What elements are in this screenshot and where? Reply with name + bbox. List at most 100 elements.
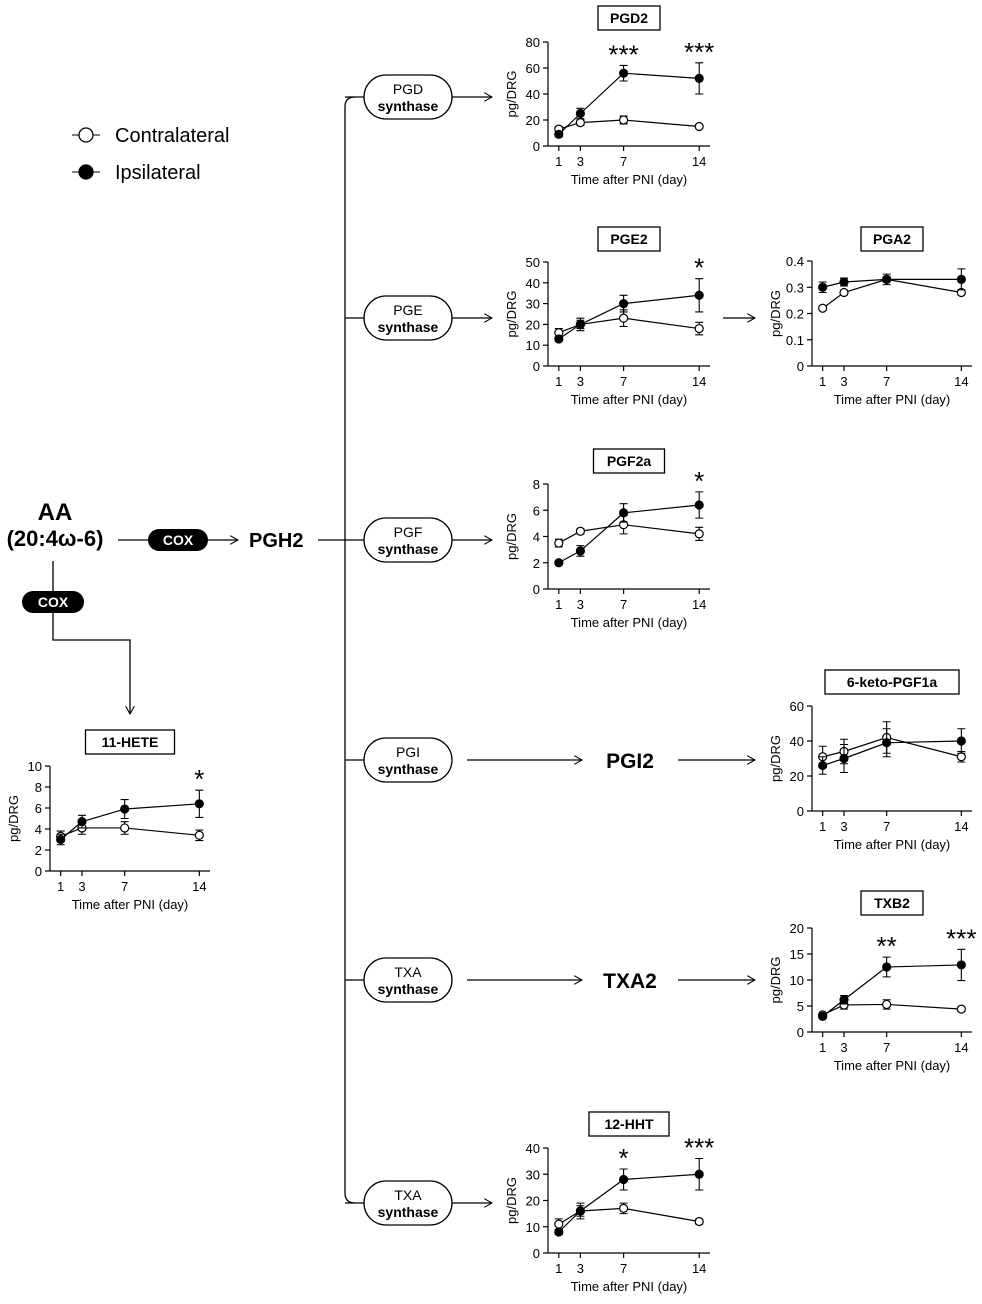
x-tick-label: 7: [620, 597, 627, 612]
chart-title: 11-HETE: [102, 734, 159, 750]
pgh2-label: PGH2: [249, 530, 303, 552]
significance-label: *: [194, 764, 204, 794]
enzyme-type: synthase: [378, 981, 439, 997]
data-point: [818, 760, 828, 771]
x-tick-label: 3: [577, 597, 584, 612]
x-axis-label: Time after PNI (day): [834, 837, 951, 852]
enzyme-name: PGF: [394, 524, 423, 540]
y-tick-label: 0.1: [786, 333, 804, 348]
enzyme-type: synthase: [378, 319, 439, 335]
data-point: [694, 500, 704, 510]
x-tick-label: 7: [620, 154, 627, 169]
y-axis-label: pg/DRG: [768, 957, 783, 1004]
legend-ipsilateral-label: Ipsilateral: [115, 162, 201, 184]
enzyme-type: synthase: [378, 1204, 439, 1220]
data-point: [554, 334, 564, 344]
data-point: [554, 538, 564, 548]
x-tick-label: 14: [192, 879, 206, 894]
y-tick-label: 0: [533, 139, 540, 154]
txa2-label: TXA2: [603, 970, 657, 993]
legend-contralateral-marker: [78, 127, 94, 143]
data-point: [694, 73, 704, 84]
series-line: [822, 964, 962, 1017]
pathway-left: AA (20:4ω-6) COX PGH2 COX: [7, 499, 345, 714]
series-line: [558, 72, 700, 135]
y-axis-label: pg/DRG: [768, 735, 783, 782]
x-tick-label: 7: [620, 374, 627, 389]
data-point: [956, 1004, 966, 1014]
series-line: [60, 803, 200, 840]
data-point: [194, 830, 204, 840]
series-line: [822, 278, 962, 309]
enzyme-pill: [363, 1180, 453, 1226]
y-tick-label: 6: [533, 503, 540, 518]
y-tick-label: 4: [533, 530, 540, 545]
data-point: [554, 558, 564, 568]
y-tick-label: 60: [526, 61, 540, 76]
data-point: [120, 804, 130, 814]
x-tick-label: 3: [840, 819, 847, 834]
x-tick-label: 3: [78, 879, 85, 894]
x-tick-label: 1: [57, 879, 64, 894]
cox-pill-main: [148, 529, 208, 551]
enzyme-type: synthase: [378, 541, 439, 557]
chart-title-box: [588, 1111, 670, 1137]
significance-label: ***: [684, 37, 714, 67]
significance-label: *: [619, 1143, 629, 1173]
data-point: [618, 1203, 629, 1213]
legend: Contralateral Ipsilateral: [72, 125, 230, 184]
data-point: [694, 1216, 704, 1227]
series-line: [558, 1173, 700, 1233]
y-axis-label: pg/DRG: [6, 795, 21, 842]
data-point: [618, 1174, 629, 1185]
enzyme-group: PGDsynthasePGEsynthasePGFsynthasePGIsynt…: [345, 74, 492, 1226]
chart-title-box: [592, 448, 666, 474]
y-tick-label: 40: [526, 276, 540, 291]
enzyme-name: PGD: [393, 81, 423, 97]
data-point: [818, 303, 828, 313]
series-line: [822, 736, 962, 758]
cox-label-main: COX: [163, 532, 194, 548]
data-point: [694, 121, 704, 132]
y-tick-label: 0.3: [786, 280, 804, 295]
data-point: [194, 799, 204, 809]
y-tick-label: 30: [526, 1167, 540, 1182]
cox-label-secondary: COX: [38, 594, 69, 610]
data-point: [77, 817, 87, 827]
data-point: [618, 115, 629, 125]
data-point: [839, 995, 849, 1005]
data-point: [575, 117, 586, 128]
y-tick-label: 40: [526, 1141, 540, 1156]
y-tick-label: 0: [797, 804, 804, 819]
chart-title-box: [597, 5, 661, 31]
data-point: [694, 1169, 704, 1179]
x-axis-label: Time after PNI (day): [834, 392, 951, 407]
y-tick-label: 30: [526, 297, 540, 312]
y-axis-label: pg/DRG: [504, 1177, 519, 1224]
x-tick-label: 1: [555, 1261, 562, 1276]
enzyme-pill: [363, 957, 453, 1003]
chart-title-box: [84, 729, 176, 755]
y-tick-label: 10: [526, 1220, 540, 1235]
enzyme-type: synthase: [378, 98, 439, 114]
series-line: [60, 827, 200, 837]
x-tick-label: 1: [555, 597, 562, 612]
pgi2-label: PGI2: [606, 750, 654, 773]
y-tick-label: 20: [526, 317, 540, 332]
x-tick-label: 1: [819, 1040, 826, 1055]
y-axis-label: pg/DRG: [504, 291, 519, 338]
y-tick-label: 2: [533, 556, 540, 571]
y-tick-label: 20: [790, 769, 804, 784]
y-tick-label: 2: [35, 843, 42, 858]
y-axis-label: pg/DRG: [504, 71, 519, 118]
y-tick-label: 40: [526, 87, 540, 102]
x-tick-label: 3: [577, 1261, 584, 1276]
chart-title-box: [597, 226, 661, 252]
